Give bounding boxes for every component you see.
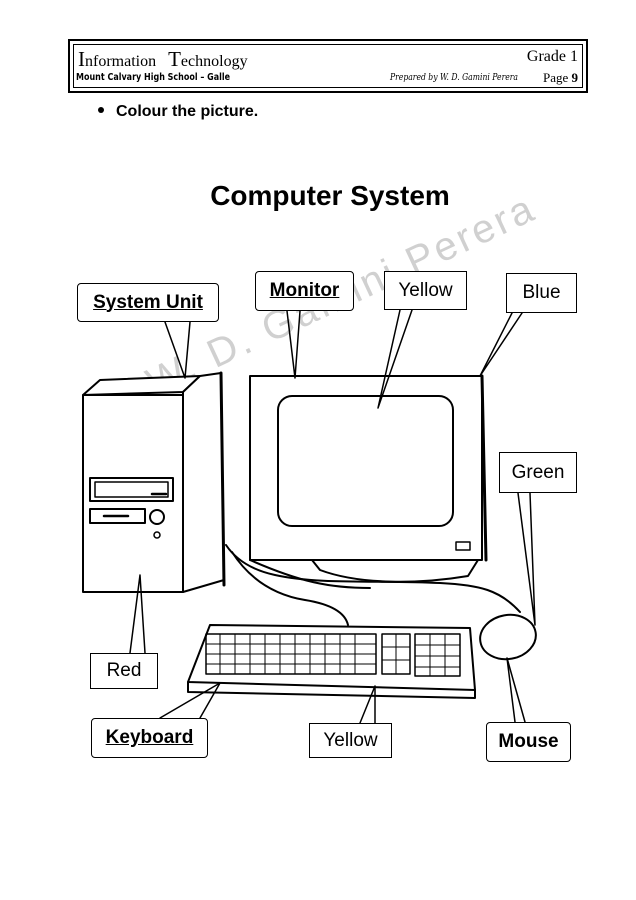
page-number-value: 9	[571, 70, 579, 85]
page-title: Computer System	[210, 180, 450, 211]
label-system-unit-color: Red	[90, 653, 158, 689]
system-unit-drawing	[82, 371, 226, 593]
label-mouse: Mouse	[486, 722, 571, 762]
mouse-cable	[225, 544, 521, 613]
header-inner-border	[73, 44, 583, 88]
label-monitor-color: Blue	[506, 273, 577, 313]
subject-word-2: echnology	[180, 53, 248, 70]
callout-pointers	[129, 309, 536, 724]
grade-label: Grade 1	[526, 48, 578, 65]
label-keyboard: Keyboard	[91, 718, 208, 758]
label-monitor: Monitor	[255, 271, 354, 311]
instruction-text: Colour the picture.	[116, 103, 259, 120]
school-name: Mount Calvary High School – Galle	[76, 72, 231, 83]
instruction: Colour the picture.	[98, 103, 258, 121]
mouse-drawing	[479, 613, 537, 661]
page-label: Page	[542, 70, 569, 85]
label-system-unit: System Unit	[77, 283, 219, 322]
subject-initial-2: T	[168, 47, 181, 71]
keyboard-cable	[231, 551, 349, 626]
bullet-icon	[98, 106, 104, 113]
keyboard-drawing	[187, 624, 476, 699]
page-header: Information Technology Grade 1 Mount Cal…	[68, 39, 588, 93]
subject-title: Information Technology	[78, 47, 248, 72]
subject-initial-1: I	[78, 47, 85, 71]
label-keyboard-color: Yellow	[309, 723, 392, 758]
label-mouse-color: Green	[499, 452, 577, 493]
label-screen-color: Yellow	[384, 271, 467, 310]
page-number: Page 9	[543, 70, 578, 86]
prepared-by: Prepared by W. D. Gamini Perera	[390, 73, 518, 83]
subject-word-1: nformation	[85, 53, 157, 70]
monitor-drawing	[249, 374, 488, 589]
